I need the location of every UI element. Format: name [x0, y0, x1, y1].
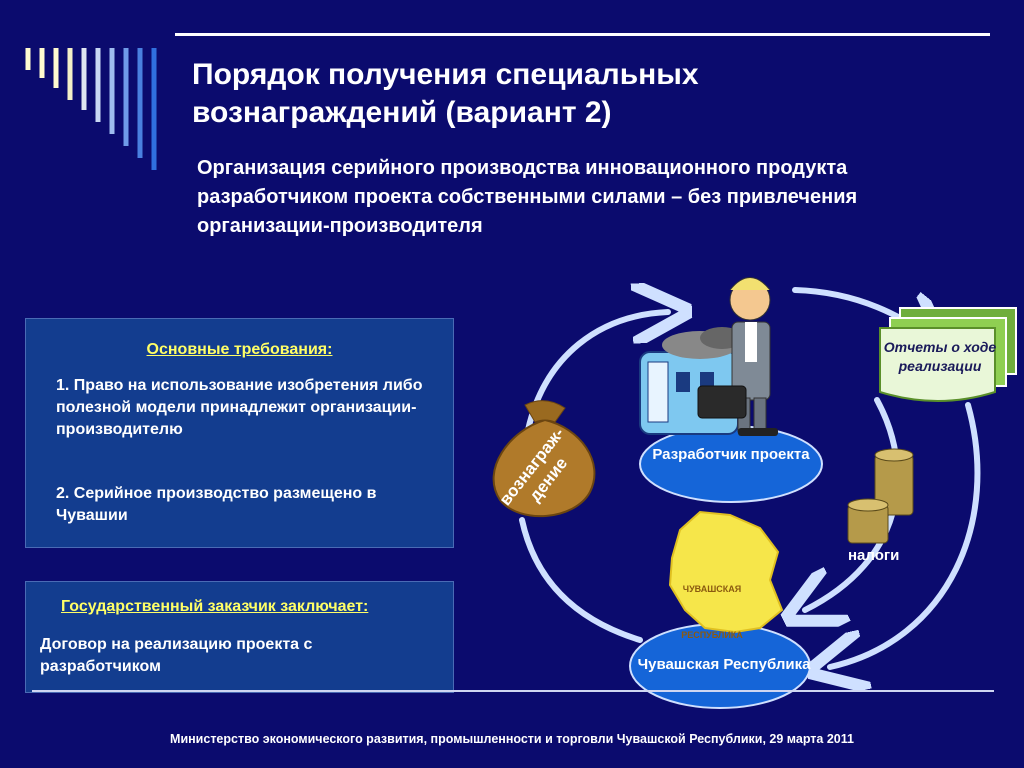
taxes-label: налоги — [848, 547, 900, 564]
arrow-republic-to-reward — [519, 517, 643, 643]
decorative-stripes — [25, 48, 157, 170]
reports-documents-icon — [879, 307, 1017, 402]
contract-panel: Государственный заказчик заключает: Дого… — [25, 581, 454, 693]
requirement-item-2: 2. Серийное производство размещено в Чув… — [56, 485, 377, 524]
top-rule — [175, 33, 990, 36]
slide-title: Порядок получения специальных вознагражд… — [192, 58, 699, 129]
bottom-rule — [32, 690, 994, 692]
contract-text: Договор на реализацию проекта с разработ… — [40, 636, 313, 675]
contract-heading: Государственный заказчик заключает: — [61, 598, 369, 615]
coins-icon — [847, 448, 914, 544]
requirement-item-1: 1. Право на использование изобретения ли… — [56, 377, 423, 438]
money-bag-icon — [492, 400, 596, 518]
footer-text: Министерство экономического развития, пр… — [170, 732, 854, 746]
arrow-reports-to-republic — [830, 402, 981, 667]
developer-label: Разработчик проекта — [652, 446, 810, 463]
cycle-diagram — [492, 277, 1017, 709]
requirements-panel: Основные требования: 1. Право на использ… — [25, 318, 454, 548]
developer-person-icon — [697, 277, 778, 436]
republic-label: Чувашская Республика — [637, 656, 811, 673]
reports-label: Отчеты о ходе реализации — [883, 339, 997, 374]
map-label: ЧУВАШСКАЯ РЕСПУБЛИКА — [681, 584, 743, 640]
slide-subtitle: Организация серийного производства иннов… — [197, 157, 858, 237]
requirements-heading: Основные требования: — [146, 341, 333, 358]
chuvashia-map — [668, 510, 784, 634]
